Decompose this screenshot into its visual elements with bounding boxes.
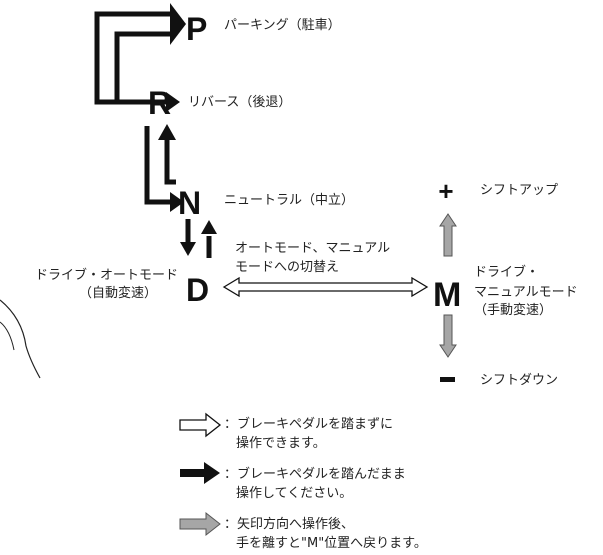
hand-finger-line (0, 321, 15, 351)
shift-down-minus-icon (440, 377, 455, 382)
position-r-label: リバース（後退） (188, 95, 291, 110)
position-p: P (186, 11, 207, 47)
arrow-to-n-head (170, 192, 184, 212)
position-m: M (433, 276, 461, 314)
shift-up-label: シフトアップ (480, 183, 558, 198)
legend-gray-text-line2: 手を離すと"M"位置へ戻ります。 (236, 536, 427, 551)
legend-solid-text-line2: 操作してください。 (236, 485, 352, 501)
position-n-label: ニュートラル（中立） (224, 193, 354, 208)
r-down-path (144, 126, 172, 205)
legend-gray-arrow-icon (179, 511, 221, 537)
shift-down-gray-arrow (439, 314, 457, 358)
d-m-double-arrow (222, 276, 429, 298)
legend-gray-text-line1: ：矢印方向へ操作後、 (224, 516, 354, 532)
legend-outline-arrow-icon (179, 412, 222, 438)
legend-solid-arrow-icon (180, 462, 220, 484)
position-d-label-line2: （自動変速） (79, 285, 157, 301)
inner-bracket-path (114, 31, 172, 105)
position-m-label-line1: ドライブ・ (474, 264, 539, 280)
legend: ：ブレーキペダルを踏まずに 操作できます。 ：ブレーキペダルを踏んだまま 操作し… (179, 412, 427, 551)
position-n: N (178, 185, 201, 221)
arrow-up-to-r-head (158, 124, 176, 140)
p-r-shift-path (94, 11, 172, 105)
legend-outline-text-line2: 操作できます。 (236, 435, 326, 451)
n-up-path (164, 138, 176, 185)
arrow-d-to-n-head (201, 220, 217, 234)
shift-down-label: シフトダウン (480, 373, 558, 388)
position-d: D (186, 272, 209, 308)
position-m-label-line3: （手動変速） (474, 302, 552, 318)
mode-switch-text-line1: オートモード、マニュアル (235, 241, 390, 256)
hand-outline-icon (0, 299, 41, 379)
r-n-shift-path (144, 126, 176, 205)
legend-outline-text-line1: ：ブレーキペダルを踏まずに (224, 416, 393, 432)
position-m-label-line2: マニュアルモード (474, 285, 578, 300)
shift-up-plus-icon: + (438, 176, 453, 206)
position-d-label-line1: ドライブ・オートモード (35, 267, 178, 283)
position-r: R (148, 85, 171, 121)
shift-up-gray-arrow (439, 213, 457, 257)
arrow-n-to-d-head (180, 242, 196, 256)
mode-switch-text-line2: モードへの切替え (235, 260, 339, 275)
arrow-to-r-head (166, 92, 180, 112)
legend-solid-text-line1: ：ブレーキペダルを踏んだまま (224, 466, 406, 482)
outer-bracket-path (94, 11, 172, 105)
n-d-shift-arrows (180, 219, 217, 258)
arrow-to-p-head (170, 3, 186, 45)
position-p-label: パーキング（駐車） (224, 18, 341, 33)
